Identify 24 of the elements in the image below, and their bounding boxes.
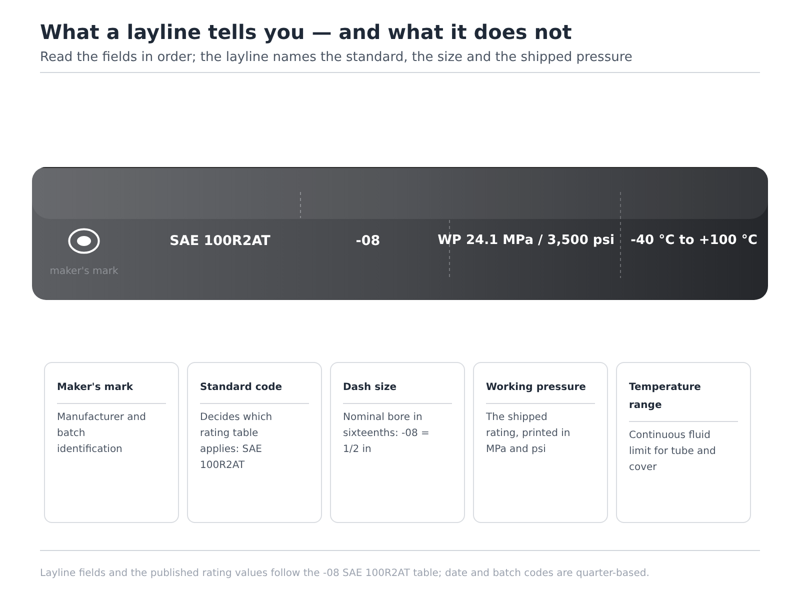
subtitle: Read the fields in order; the layline names the standard, the size and the shipped pressure <box>40 49 632 67</box>
field-card <box>473 362 608 523</box>
size-field: -08 <box>356 232 380 250</box>
card-description: Decides which rating table applies: SAE 100R2AT <box>200 411 274 473</box>
mark-caption: maker's mark <box>50 265 118 279</box>
card-description: Manufacturer and batch identification <box>57 411 147 457</box>
card-description: Nominal bore in sixteenths: -08 = 1/2 in <box>343 411 430 457</box>
field-card <box>187 362 322 523</box>
hose-band <box>32 167 768 300</box>
field-card <box>616 362 751 523</box>
card-description: Continuous fluid limit for tube and cover <box>629 429 717 475</box>
card-heading: Standard code <box>200 381 284 395</box>
standard-field: SAE 100R2AT <box>170 232 270 250</box>
card-heading: Maker's mark <box>57 381 134 395</box>
temperature-field: -40 °C to +100 °C <box>630 232 758 250</box>
field-card <box>330 362 465 523</box>
field-card <box>44 362 179 523</box>
card-heading: Working pressure <box>486 381 587 395</box>
pressure-field: WP 24.1 MPa / 3,500 psi <box>438 232 614 250</box>
card-description: The shipped rating, printed in MPa and psi <box>486 411 572 457</box>
title: What a layline tells you — and what it does not <box>40 19 572 46</box>
card-heading: Temperature range <box>629 381 702 413</box>
card-heading: Dash size <box>343 381 398 395</box>
footnote: Layline fields and the published rating values follow the -08 SAE 100R2AT table; date and batch codes are quarter-based. <box>40 567 650 581</box>
